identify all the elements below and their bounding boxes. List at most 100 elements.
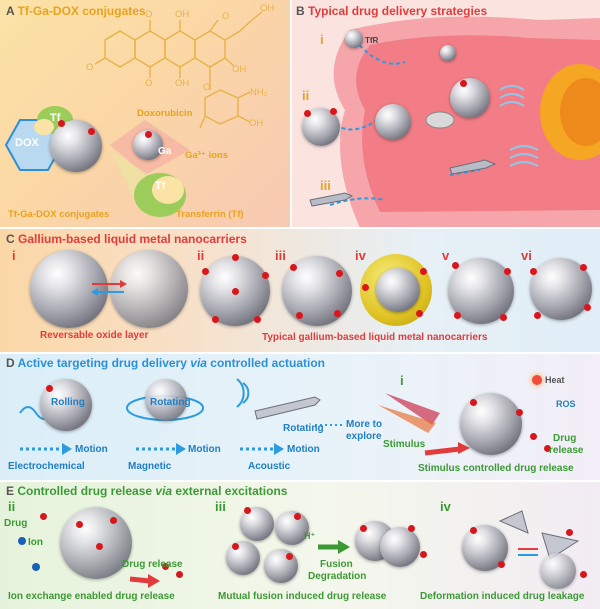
drug-dot	[232, 543, 239, 550]
drug-dot	[294, 513, 301, 520]
heat-icon	[532, 375, 542, 385]
ros-label: ROS	[556, 399, 576, 409]
motion-label-3: Motion	[287, 444, 320, 455]
drug-dot	[76, 521, 83, 528]
h-plus-label: H⁺	[304, 531, 316, 541]
drug-dot	[408, 525, 415, 532]
panel-a-title-text: Tf-Ga-DOX conjugates	[17, 4, 146, 18]
transferrin-label: Transferrin (Tf)	[176, 209, 244, 220]
dox-oh-label-1: OH	[175, 9, 190, 20]
drug-dot	[360, 525, 367, 532]
panel-c-numeral-ii: ii	[197, 248, 205, 263]
dox-o-label-4: O	[86, 62, 94, 73]
drug-dot	[176, 571, 183, 578]
drug-dot	[420, 268, 427, 275]
dox-tag: DOX	[15, 137, 39, 149]
tf-tag-2: Tf	[155, 180, 166, 192]
panel-c-numeral-iii: iii	[275, 248, 286, 263]
panel-c-letter: C	[6, 232, 15, 246]
panel-d-title: D Active targeting drug delivery via con…	[6, 356, 325, 370]
dox-o-label-1: O	[145, 9, 153, 20]
dox-o-label-3: O	[145, 78, 153, 89]
drug-dot	[96, 543, 103, 550]
ion-exchange-caption: Ion exchange enabled drug release	[8, 591, 175, 602]
release-graphics	[129, 510, 580, 588]
tfr-label: TfR	[365, 36, 379, 45]
dox-oh-label-4: OH	[175, 78, 190, 89]
drug-dot	[304, 110, 311, 117]
conjugates-label: Tf-Ga-DOX conjugates	[8, 209, 110, 220]
panel-d: D Active targeting drug delivery via con…	[0, 353, 600, 481]
ga-ions-label: Ga³⁺ ions	[185, 150, 229, 161]
acoustic-label: Acoustic	[248, 461, 291, 472]
drug-dot	[470, 399, 477, 406]
stimulus-caption: Stimulus controlled drug release	[418, 463, 574, 474]
panel-e-title-pre: Controlled drug release	[17, 484, 156, 498]
panel-e-title-via: via	[155, 484, 173, 498]
panel-b-title: B Typical drug delivery strategies	[296, 4, 487, 18]
rolling-label: Rolling	[51, 397, 85, 408]
fusion-carrier	[226, 541, 260, 575]
reversible-arrows	[91, 280, 127, 296]
panel-a-letter: A	[6, 4, 15, 18]
drug-dot	[362, 284, 369, 291]
drug-dot	[202, 268, 209, 275]
drug-dot	[498, 561, 505, 568]
panel-c-numeral-i: i	[12, 248, 16, 263]
drug-dot	[244, 507, 251, 514]
conjugate-sphere	[50, 120, 102, 172]
ion-dot	[32, 563, 40, 571]
conjugate-intracellular	[440, 45, 456, 61]
release-label: release	[549, 445, 584, 456]
panel-d-title-post: controlled actuation	[206, 356, 325, 370]
drug-dot	[290, 264, 297, 271]
panel-d-title-pre: Active targeting drug delivery	[17, 356, 191, 370]
drug-dot	[580, 571, 587, 578]
ion-label: Ion	[28, 537, 43, 548]
drug-dot	[58, 120, 65, 127]
fusion-carrier	[264, 549, 298, 583]
drug-dot	[254, 316, 261, 323]
drug-dot	[262, 272, 269, 279]
ga-droplet	[30, 250, 108, 328]
fused-carrier	[380, 527, 420, 567]
divider	[290, 0, 292, 228]
panel-e: E Controlled drug release via external e…	[0, 481, 600, 609]
drug-dot	[212, 316, 219, 323]
stimulus-label: Stimulus	[383, 439, 426, 450]
dox-oh-label-3: OH	[232, 64, 247, 75]
panel-c: C Gallium-based liquid metal nanocarrier…	[0, 228, 600, 353]
panel-a-title: A Tf-Ga-DOX conjugates	[6, 4, 146, 18]
carrier-iv-core	[376, 268, 420, 312]
cell-illustration	[329, 16, 600, 228]
panel-b-numeral-i: i	[320, 32, 324, 47]
motion-label-2: Motion	[188, 444, 221, 455]
mutual-fusion-caption: Mutual fusion induced drug release	[218, 591, 387, 602]
drug-dot	[40, 513, 47, 520]
panel-e-numeral-iv: iv	[440, 499, 451, 514]
nanocarrier-endosome	[450, 78, 490, 118]
drug-dot	[530, 433, 537, 440]
panel-b-letter: B	[296, 4, 305, 18]
dox-o-label-2: O	[222, 11, 230, 22]
divider	[0, 352, 600, 354]
dox-oh-label-5: OH	[249, 118, 264, 129]
panel-e-numeral-iii: iii	[215, 499, 226, 514]
drug-dot	[504, 268, 511, 275]
actuation-graphics	[19, 378, 470, 456]
drug-dot	[470, 527, 477, 534]
drug-dot	[454, 312, 461, 319]
drug-dot	[452, 262, 459, 269]
drug-dot	[232, 288, 239, 295]
panel-b-title-text: Typical drug delivery strategies	[308, 4, 488, 18]
panel-b-numeral-ii: ii	[302, 88, 310, 103]
motion-label-1: Motion	[75, 444, 108, 455]
drug-dot	[334, 310, 341, 317]
panel-c-title-text: Gallium-based liquid metal nanocarriers	[18, 232, 247, 246]
panel-b-numeral-iii: iii	[320, 178, 331, 193]
panel-e-title-post: external excitations	[172, 484, 288, 498]
drug-dot	[416, 310, 423, 317]
degradation-label: Degradation	[308, 571, 367, 582]
drug-dot	[88, 128, 95, 135]
